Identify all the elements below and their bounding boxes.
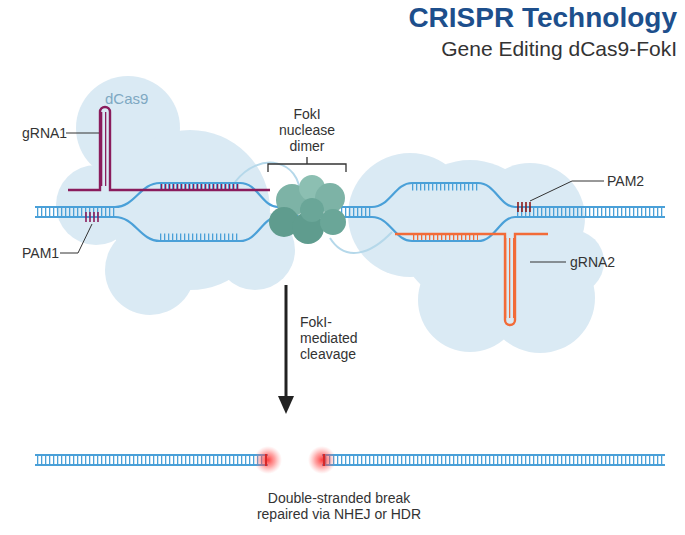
protein-lobe: [475, 163, 585, 273]
protein-lobe: [418, 248, 522, 352]
grna-strand: [68, 107, 270, 190]
blob-outline: [55, 74, 297, 320]
base-ticks: [160, 234, 240, 241]
foki-lobe: [292, 212, 324, 244]
part-label: gRNA2: [570, 254, 615, 270]
foki-dimer: [269, 175, 346, 244]
part-label: PAM2: [607, 173, 644, 189]
part-label: FokI nuclease dimer: [275, 106, 339, 154]
break-end: [266, 454, 324, 466]
leader-line: [60, 224, 92, 253]
arrow-head: [278, 396, 294, 414]
protein-lobe: [215, 210, 295, 290]
grna-pairs: [160, 184, 240, 189]
pam-tick: [529, 202, 531, 212]
linker-loop: [330, 232, 392, 253]
grna-stem-pairs: [506, 238, 514, 318]
base-ticks: [160, 184, 240, 191]
pam-tick: [517, 202, 519, 212]
protein-blob: dCas9: [55, 74, 297, 320]
process-label: FokI-mediated cleavage: [300, 314, 372, 362]
protein-lobe: [398, 160, 542, 304]
arrow-shaft: [285, 285, 288, 398]
pam-tick: [89, 212, 91, 222]
grna-pairs: [412, 235, 478, 240]
base-pairs: [35, 207, 115, 217]
pam-tick: [85, 212, 87, 222]
base-pairs: [35, 455, 268, 465]
leader-line: [66, 133, 99, 134]
break-glow: [254, 446, 282, 474]
grna-strand: [395, 234, 548, 325]
dna-strand: [35, 217, 665, 241]
break-glow: [308, 446, 336, 474]
pam-tick: [521, 202, 523, 212]
pam2-site: [518, 202, 530, 212]
dna-strand: [35, 455, 665, 465]
process-arrow: [278, 285, 294, 414]
base-pairs: [278, 207, 372, 217]
bracket: [268, 157, 346, 172]
pam-tick: [525, 202, 527, 212]
foki-lobe: [320, 209, 346, 235]
protein-lobe: [348, 153, 472, 277]
leader-line: [530, 181, 604, 201]
part-label: PAM1: [22, 245, 59, 261]
title: CRISPR Technology: [408, 2, 677, 34]
dna-strand: [35, 183, 665, 207]
base-pairs: [515, 207, 665, 217]
node-label: dCas9: [105, 90, 148, 107]
linker: [235, 163, 392, 253]
grna-stem-pairs: [101, 112, 109, 186]
foki-lobe: [269, 207, 299, 237]
pam-tick: [93, 212, 95, 222]
grna1-hairpin: [68, 107, 270, 190]
foki-lobe: [299, 175, 325, 201]
pam1-site: [86, 212, 98, 222]
protein-lobe: [105, 225, 195, 315]
part-label: gRNA1: [22, 125, 67, 141]
base-pairs: [322, 455, 665, 465]
foki-lobe: [315, 183, 345, 213]
dcas9-protein-right: [348, 153, 604, 353]
foki-lobe: [276, 184, 308, 216]
leader-line: [530, 262, 566, 263]
linker-loop: [235, 163, 300, 195]
base-ticks: [412, 184, 478, 191]
subtitle: Gene Editing dCas9-FokI: [441, 36, 677, 61]
grna2-hairpin: [395, 234, 548, 325]
foki-lobe: [300, 198, 324, 222]
dna-top: [35, 183, 665, 241]
pam-tick: [97, 212, 99, 222]
dna-cleaved: [35, 446, 665, 474]
result-caption: Double-stranded break repaired via NHEJ …: [244, 490, 434, 522]
leader-lines: [60, 133, 604, 262]
